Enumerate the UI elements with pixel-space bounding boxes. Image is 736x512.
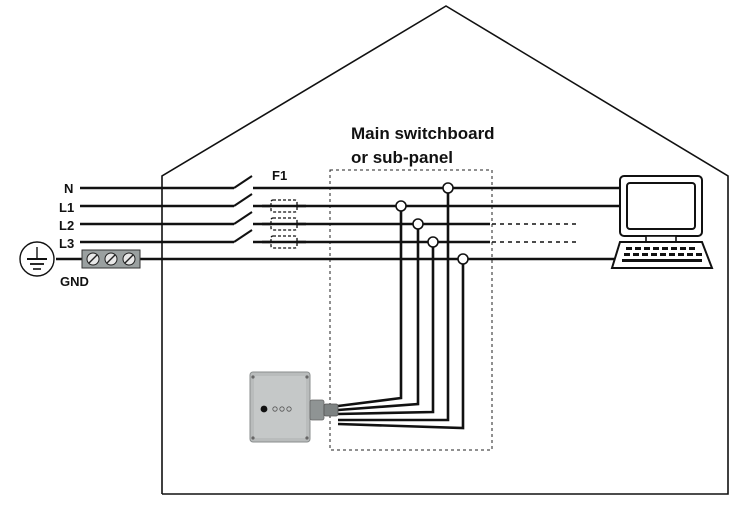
computer-icon xyxy=(610,175,714,269)
neutral-label: N xyxy=(64,181,73,196)
panel-title-line1: Main switchboard xyxy=(351,124,495,143)
neutral-switch xyxy=(233,175,253,189)
phase2-switch xyxy=(233,211,253,225)
phase1-label: L1 xyxy=(59,200,74,215)
ground-terminal-block xyxy=(81,249,141,269)
phase2-junction xyxy=(412,218,424,230)
monitoring-device-icon xyxy=(249,371,339,443)
phase1-drop xyxy=(337,206,403,408)
neutral-drop xyxy=(338,188,450,422)
phase2-label: L2 xyxy=(59,218,74,233)
ground-junction xyxy=(457,253,469,265)
phase1-switch xyxy=(233,193,253,207)
phase3-junction xyxy=(427,236,439,248)
panel-title-line2: or sub-panel xyxy=(351,148,453,167)
phase3-label: L3 xyxy=(59,236,74,251)
switchboard-panel-box xyxy=(329,169,493,451)
phase1-junction xyxy=(395,200,407,212)
phase3-drop xyxy=(337,242,435,416)
fuse-label: F1 xyxy=(272,168,287,183)
phase2-drop xyxy=(337,224,420,412)
neutral-junction xyxy=(442,182,454,194)
phase3-switch xyxy=(233,229,253,243)
house-outline xyxy=(161,5,729,495)
ground-label: GND xyxy=(60,274,89,289)
earth-ground-icon xyxy=(19,241,55,277)
ground-drop xyxy=(337,259,465,430)
